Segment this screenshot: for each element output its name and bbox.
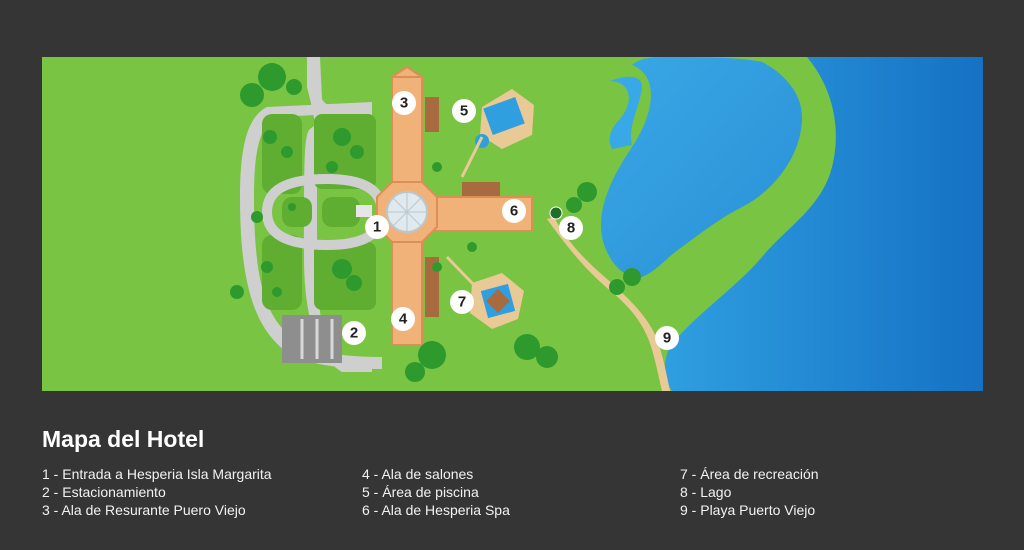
legend-item-3: 3 - Ala de Resurante Puero Viejo	[42, 502, 246, 518]
legend-item-2: 2 - Estacionamiento	[42, 484, 166, 500]
sea	[664, 57, 983, 391]
marker-7[interactable]: 7	[450, 290, 474, 314]
svg-text:5: 5	[460, 103, 468, 120]
legend-item-5: 5 - Área de piscina	[362, 484, 479, 500]
legend-item-4: 4 - Ala de salones	[362, 466, 474, 482]
trees	[230, 63, 641, 382]
legend-column-2: 4 - Ala de salones 5 - Área de piscina 6…	[362, 465, 510, 519]
hotel-map: 1 2 3 4 5 6 7 8 9	[42, 57, 983, 391]
svg-text:2: 2	[350, 325, 358, 342]
marker-3[interactable]: 3	[392, 91, 416, 115]
lake-dot-icon	[549, 206, 563, 220]
svg-text:3: 3	[400, 95, 408, 112]
marker-5[interactable]: 5	[452, 99, 476, 123]
beach-path	[547, 217, 670, 391]
legend-item-1: 1 - Entrada a Hesperia Isla Margarita	[42, 466, 272, 482]
garden-bed	[262, 235, 302, 310]
marker-1[interactable]: 1	[365, 215, 389, 239]
svg-text:4: 4	[399, 311, 408, 328]
svg-text:8: 8	[567, 220, 575, 237]
legend-item-6: 6 - Ala de Hesperia Spa	[362, 502, 510, 518]
lake-inlet	[609, 76, 642, 149]
legend-item-8: 8 - Lago	[680, 484, 732, 500]
driveway	[304, 57, 372, 372]
marker-4[interactable]: 4	[391, 307, 415, 331]
marker-6[interactable]: 6	[502, 199, 526, 223]
legend-column-3: 7 - Área de recreación 8 - Lago 9 - Play…	[680, 465, 819, 519]
garden-bed	[322, 197, 360, 227]
svg-text:7: 7	[458, 294, 466, 311]
marker-8[interactable]: 8	[559, 216, 583, 240]
marker-9[interactable]: 9	[655, 326, 679, 350]
svg-text:1: 1	[373, 219, 381, 236]
map-title: Mapa del Hotel	[42, 426, 205, 452]
legend-item-9: 9 - Playa Puerto Viejo	[680, 502, 816, 518]
recreation-area	[445, 255, 524, 329]
svg-text:9: 9	[663, 330, 671, 347]
legend-column-1: 1 - Entrada a Hesperia Isla Margarita 2 …	[42, 465, 272, 519]
garden-bed	[282, 197, 312, 227]
marker-2[interactable]: 2	[342, 321, 366, 345]
svg-text:6: 6	[510, 203, 518, 220]
pool-area	[460, 89, 534, 178]
legend-item-7: 7 - Área de recreación	[680, 466, 819, 482]
parking-loop	[240, 102, 382, 369]
lake	[601, 57, 802, 278]
